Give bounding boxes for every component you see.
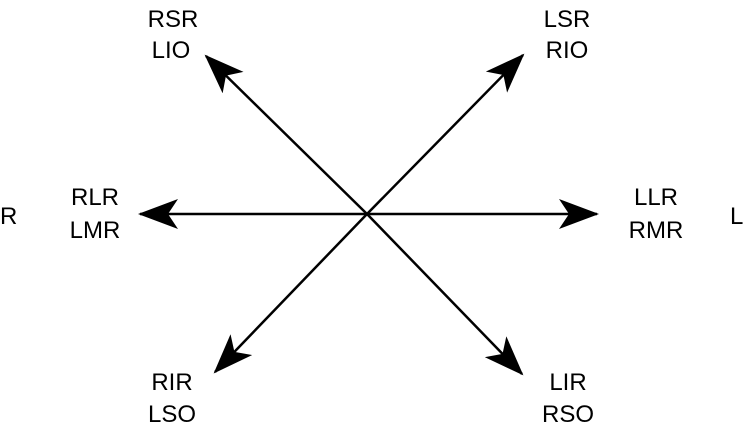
label-up-right-line1: LSR (544, 6, 591, 33)
arrow-up-right (366, 53, 525, 215)
label-down-left: RIR LSO (148, 369, 196, 428)
arrow-down-left (213, 213, 368, 374)
label-up-left-line2: LIO (152, 37, 191, 64)
label-left: RLR LMR (70, 184, 121, 244)
label-up-left: RSR LIO (148, 6, 199, 64)
label-down-left-line2: LSO (148, 401, 196, 428)
arrow-down-right (366, 213, 524, 376)
label-left-line2: LMR (70, 217, 121, 244)
label-down-right: LIR RSO (542, 369, 594, 428)
label-up-left-line1: RSR (148, 6, 199, 33)
label-down-left-line1: RIR (151, 369, 192, 396)
arrow-up-left (204, 54, 368, 215)
side-label-right: R (0, 203, 17, 230)
label-right: LLR RMR (629, 184, 684, 244)
label-right-line2: RMR (629, 217, 684, 244)
side-label-left: L (730, 203, 743, 230)
label-down-right-line2: RSO (542, 401, 594, 428)
label-down-right-line1: LIR (549, 369, 586, 396)
label-right-line1: LLR (634, 184, 678, 211)
label-up-right: LSR RIO (544, 6, 591, 64)
label-left-line1: RLR (71, 184, 119, 211)
label-up-right-line2: RIO (546, 37, 589, 64)
